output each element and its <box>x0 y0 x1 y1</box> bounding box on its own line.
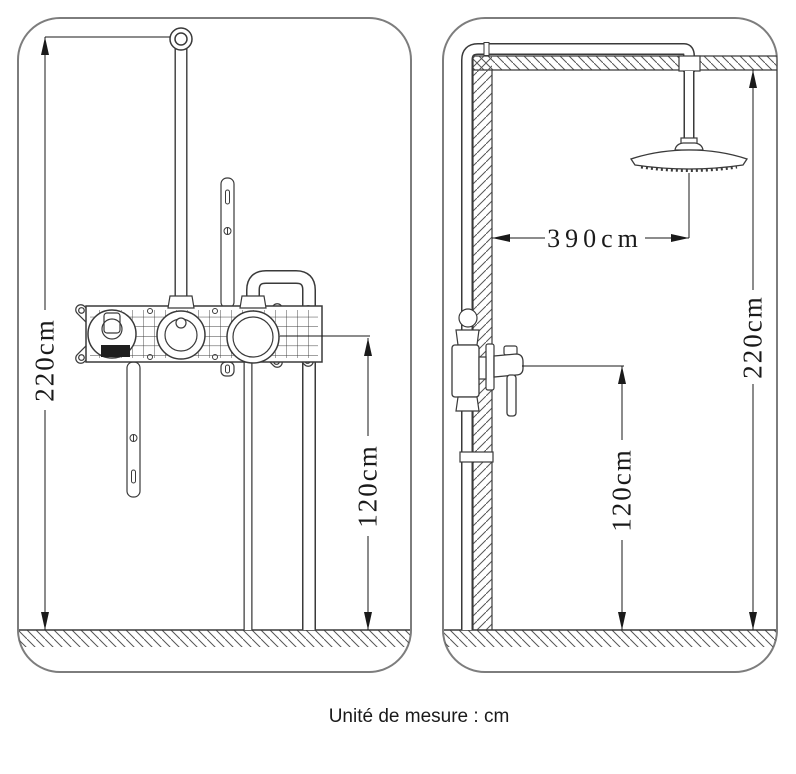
side-offset-dimension-label: 390cm <box>547 224 643 253</box>
arrow-up-icon <box>749 70 757 88</box>
lower-mounting-bracket <box>126 361 141 498</box>
arrow-up-icon <box>364 338 372 356</box>
side-panel-border <box>442 17 778 673</box>
mixer-valve-body <box>85 295 323 364</box>
front-dimension-120 <box>280 335 372 630</box>
valve-knob-left <box>87 309 137 359</box>
valve-lever-handle <box>506 374 517 417</box>
side-height-dimension-label: 220cm <box>737 295 768 379</box>
unit-of-measure-caption: Unité de mesure : cm <box>328 706 510 727</box>
arrow-right-icon <box>671 234 689 242</box>
arrow-left-icon <box>492 234 510 242</box>
front-dimension-220 <box>41 36 170 630</box>
arrow-down-icon <box>618 612 626 630</box>
front-height-dimension-label: 220cm <box>29 318 60 402</box>
side-dimension-120 <box>522 365 626 630</box>
front-panel-border <box>17 17 412 673</box>
elbow-flange <box>483 42 490 56</box>
valve-knob-middle <box>156 310 206 360</box>
side-floor-hatch <box>444 630 776 647</box>
front-valve-height-dimension-label: 120cm <box>352 444 383 528</box>
side-dimension-220 <box>749 70 757 630</box>
wall-flange <box>485 343 495 391</box>
ceiling-connector <box>678 55 701 72</box>
arrow-up-icon <box>618 366 626 384</box>
side-supply-pipe <box>461 42 701 630</box>
front-floor-hatch <box>19 630 410 647</box>
valve-knob-right <box>226 310 280 364</box>
right-pipe-coupling <box>239 295 267 309</box>
valve-spout <box>493 353 524 378</box>
rain-shower-head <box>629 71 749 238</box>
front-supply-elbow-pipe <box>246 270 316 630</box>
arrow-up-icon <box>41 37 49 55</box>
arrow-down-icon <box>364 612 372 630</box>
side-view <box>442 17 778 673</box>
valve-screws <box>147 308 218 360</box>
front-riser-pipe <box>169 27 193 302</box>
spray-nozzles <box>640 165 738 172</box>
ceiling-hatch <box>473 55 777 71</box>
arrow-down-icon <box>41 612 49 630</box>
side-dimension-390 <box>492 234 689 242</box>
pipe-clamp <box>459 451 494 463</box>
arrow-down-icon <box>749 612 757 630</box>
center-pipe-coupling <box>167 295 195 309</box>
front-view <box>17 17 412 673</box>
side-valve-height-dimension-label: 120cm <box>606 448 637 532</box>
side-mixer-valve <box>451 308 524 463</box>
